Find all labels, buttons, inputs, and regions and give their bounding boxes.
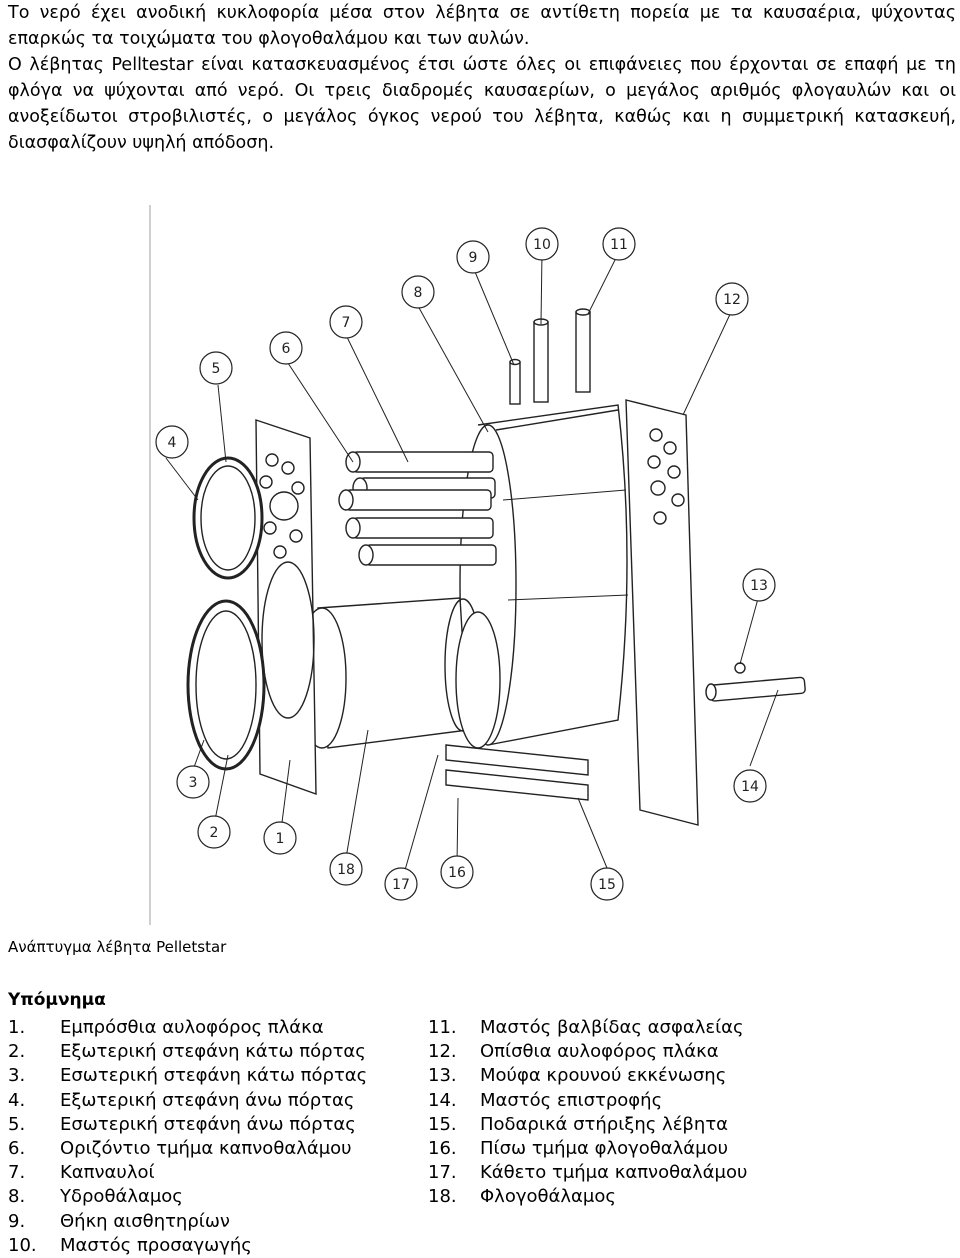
- callout-9: 9: [469, 250, 478, 266]
- callout-10: 10: [533, 237, 551, 253]
- legend-item: 15.Ποδαρικά στήριξης λέβητα: [428, 1113, 729, 1135]
- callout-18: 18: [337, 862, 355, 878]
- legend-item: 18.Φλογοθάλαμος: [428, 1186, 616, 1208]
- callout-4: 4: [168, 435, 177, 451]
- legend-item: 3.Εσωτερική στεφάνη κάτω πόρτας: [8, 1065, 368, 1087]
- callout-2: 2: [210, 825, 219, 841]
- callout-leaders: [165, 251, 779, 885]
- callout-17: 17: [392, 877, 410, 893]
- rear-tube-plate: [625, 399, 699, 826]
- drain-socket: [734, 662, 746, 674]
- callout-3: 3: [189, 775, 198, 791]
- callout-1: 1: [276, 831, 285, 847]
- lower-door-rings: [186, 599, 266, 771]
- callout-13: 13: [750, 578, 768, 594]
- callout-5: 5: [212, 361, 221, 377]
- legend-item: 11.Μαστός βαλβίδας ασφαλείας: [428, 1017, 744, 1038]
- legend-item: 10.Μαστός προσαγωγής: [8, 1234, 252, 1256]
- legend-item: 16.Πίσω τμήμα φλογοθαλάμου: [428, 1138, 729, 1160]
- combustion-chamber: [297, 597, 482, 749]
- callout-7: 7: [342, 315, 351, 331]
- legend-item: 13.Μούφα κρουνού εκκένωσης: [428, 1065, 727, 1087]
- boiler-exploded-diagram: 1 2 3 4 5 6 7 8 9 10 11 12 13 14 15 16 1…: [148, 200, 828, 930]
- callout-12: 12: [723, 292, 741, 308]
- legend-column-right: 11.Μαστός βαλβίδας ασφαλείας 12.Οπίσθια …: [428, 1016, 747, 1210]
- callout-6: 6: [282, 341, 291, 357]
- legend-title: Υπόμνημα: [8, 990, 106, 1010]
- callout-8: 8: [414, 285, 423, 301]
- legend-item: 17.Κάθετο τμήμα καπνοθαλάμου: [428, 1162, 748, 1184]
- callout-11: 11: [610, 237, 628, 253]
- smoke-tubes: [338, 451, 497, 566]
- legend-item: 9.Θήκη αισθητηρίων: [8, 1210, 230, 1232]
- legend-item: 5.Εσωτερική στεφάνη άνω πόρτας: [8, 1113, 356, 1135]
- legend-item: 6.Οριζόντιο τμήμα καπνοθαλάμου: [8, 1138, 352, 1160]
- legend-item: 4.Εξωτερική στεφάνη άνω πόρτας: [8, 1089, 355, 1111]
- legend-column-left: 1.Εμπρόσθια αυλοφόρος πλάκα 2.Εξωτερική …: [8, 1016, 367, 1258]
- legend-item: 14.Μαστός επιστροφής: [428, 1089, 663, 1111]
- top-nozzles: [509, 308, 591, 405]
- upper-door-rings: [192, 456, 264, 580]
- intro-text: Το νερό έχει ανοδική κυκλοφορία μέσα στο…: [8, 0, 956, 156]
- legend-item: 8.Υδροθάλαμος: [8, 1186, 183, 1208]
- intro-paragraph-1: Το νερό έχει ανοδική κυκλοφορία μέσα στο…: [8, 3, 956, 49]
- intro-paragraph-2: Ο λέβητας Pelltestar είναι κατασκευασμέν…: [8, 55, 956, 153]
- support-rails: [445, 744, 589, 801]
- callout-16: 16: [448, 865, 466, 881]
- rear-combustion-ring: [455, 611, 501, 749]
- legend-item: 2.Εξωτερική στεφάνη κάτω πόρτας: [8, 1041, 366, 1063]
- figure-caption: Ανάπτυγμα λέβητα Pelletstar: [8, 938, 227, 956]
- return-nozzle: [705, 676, 806, 702]
- callout-15: 15: [598, 877, 616, 893]
- callout-14: 14: [741, 779, 759, 795]
- legend-item: 12.Οπίσθια αυλοφόρος πλάκα: [428, 1041, 719, 1063]
- legend-item: 1.Εμπρόσθια αυλοφόρος πλάκα: [8, 1017, 324, 1038]
- front-tube-plate: [255, 419, 317, 795]
- legend-item: 7.Καπναυλοί: [8, 1162, 155, 1184]
